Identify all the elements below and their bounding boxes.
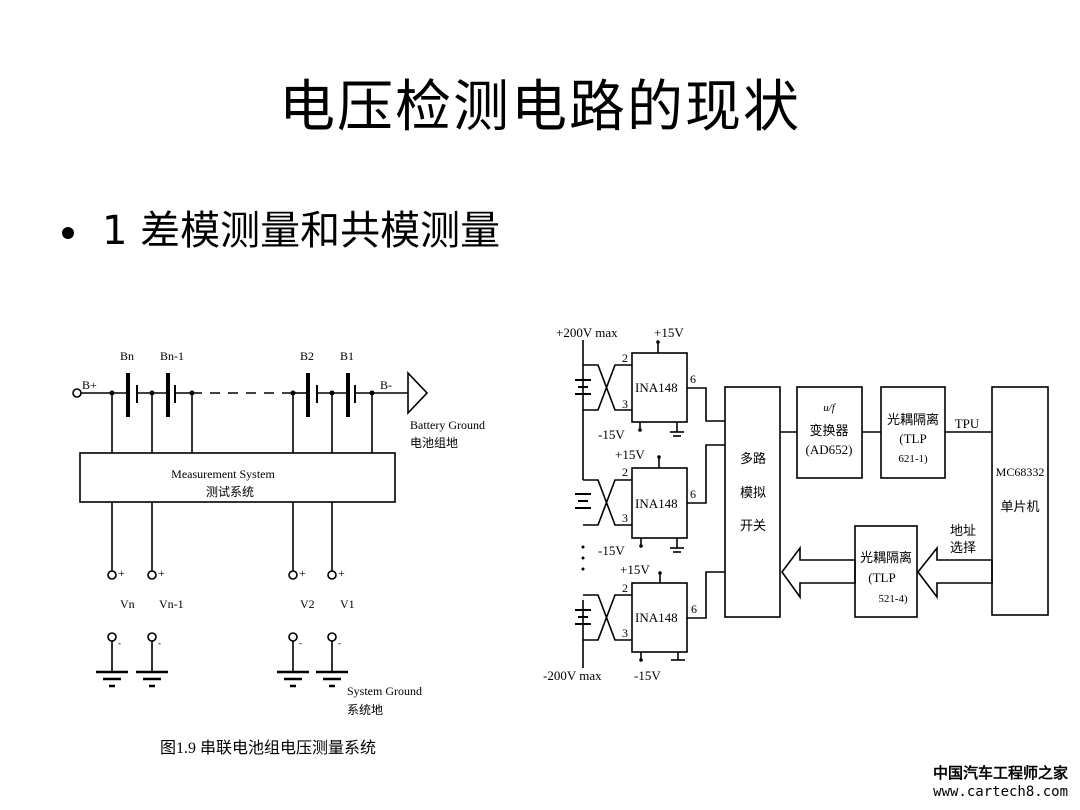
plus-sign: +	[158, 566, 165, 580]
plus-15v-label: +15V	[654, 325, 684, 340]
ground-symbols	[96, 632, 348, 688]
figure-caption: 图1.9 串联电池组电压测量系统	[160, 739, 376, 757]
plus-15v-label: +15V	[620, 562, 650, 577]
output-label-v1: V1	[340, 597, 355, 611]
minus-15v-label: -15V	[634, 668, 661, 683]
b-plus-label: B+	[82, 378, 97, 392]
measurement-system-box	[79, 452, 396, 503]
minus-sign: -	[118, 638, 121, 648]
output-label-vn-1: Vn-1	[159, 597, 184, 611]
battery-label-b2: B2	[300, 349, 314, 363]
battery-label-bn: Bn	[120, 349, 134, 363]
minus-sign: -	[338, 638, 341, 648]
opto2-label: (TLP	[868, 570, 895, 585]
mcu-label: 单片机	[1000, 499, 1039, 514]
plus-sign: +	[338, 566, 345, 580]
arrow-to-opto	[916, 545, 993, 600]
mux-label: 模拟	[740, 485, 766, 500]
pin-3: 3	[622, 511, 628, 525]
pin-2: 2	[622, 465, 628, 479]
watermark-cn: 中国汽车工程师之家	[932, 764, 1068, 782]
minus-sign: -	[299, 638, 302, 648]
plus-200v-label: +200V max	[556, 325, 618, 340]
output-label-v2: V2	[300, 597, 315, 611]
vf-label: u/f	[823, 402, 837, 414]
system-ground-label: System Ground	[347, 684, 422, 698]
mux-label: 开关	[740, 518, 766, 533]
arrow-to-mux	[781, 545, 856, 600]
b-minus-label: B-	[380, 378, 392, 392]
pin-2: 2	[622, 351, 628, 365]
ina148-label: INA148	[635, 610, 678, 625]
opto1-label: 光耦隔离	[887, 412, 939, 427]
tpu-label: TPU	[955, 416, 980, 431]
minus-15v-label: -15V	[598, 427, 625, 442]
battery-ground-cn-label: 电池组地	[410, 436, 458, 450]
output-label-vn: Vn	[120, 597, 135, 611]
pin-3: 3	[622, 397, 628, 411]
watermark-url: www.cartech8.com	[933, 784, 1068, 800]
pin-6: 6	[690, 487, 696, 501]
address-select-label: 选择	[950, 540, 976, 555]
vf-label: (AD652)	[806, 442, 853, 457]
opto2-label: 光耦隔离	[860, 550, 912, 565]
ina148-block-diagram	[575, 340, 1049, 668]
battery-ground-label: Battery Ground	[410, 418, 485, 432]
bullet-text: 1 差模测量和共模测量	[102, 208, 501, 254]
pin-6: 6	[691, 602, 697, 616]
ina148-label: INA148	[635, 380, 678, 395]
plus-sign: +	[118, 566, 125, 580]
measurement-system-label: Measurement System	[171, 467, 275, 481]
vf-label: 变换器	[809, 423, 848, 438]
mcu-label: MC68332	[996, 465, 1045, 479]
pin-3: 3	[622, 626, 628, 640]
series-battery-diagram	[72, 370, 429, 688]
battery-label-b1: B1	[340, 349, 354, 363]
ina148-label: INA148	[635, 496, 678, 511]
pin-6: 6	[690, 372, 696, 386]
minus-sign: -	[158, 638, 161, 648]
minus-15v-label: -15V	[598, 543, 625, 558]
slide-title: 电压检测电路的现状	[279, 75, 801, 140]
bullet-item: 1 差模测量和共模测量	[62, 198, 500, 256]
opto2-label: 521-4)	[878, 593, 908, 605]
plus-sign: +	[299, 566, 306, 580]
system-ground-cn-label: 系统地	[347, 703, 383, 717]
opto1-label: (TLP	[899, 431, 926, 446]
address-select-label: 地址	[950, 523, 976, 538]
pin-2: 2	[622, 581, 628, 595]
minus-200v-label: -200V max	[543, 668, 602, 683]
battery-label-bn-1: Bn-1	[160, 349, 184, 363]
opto1-label: 621-1)	[898, 453, 928, 465]
plus-15v-label: +15V	[615, 447, 645, 462]
measurement-system-cn-label: 测试系统	[206, 484, 254, 499]
bullet-dot-icon	[62, 227, 74, 239]
mux-label: 多路	[740, 451, 766, 466]
